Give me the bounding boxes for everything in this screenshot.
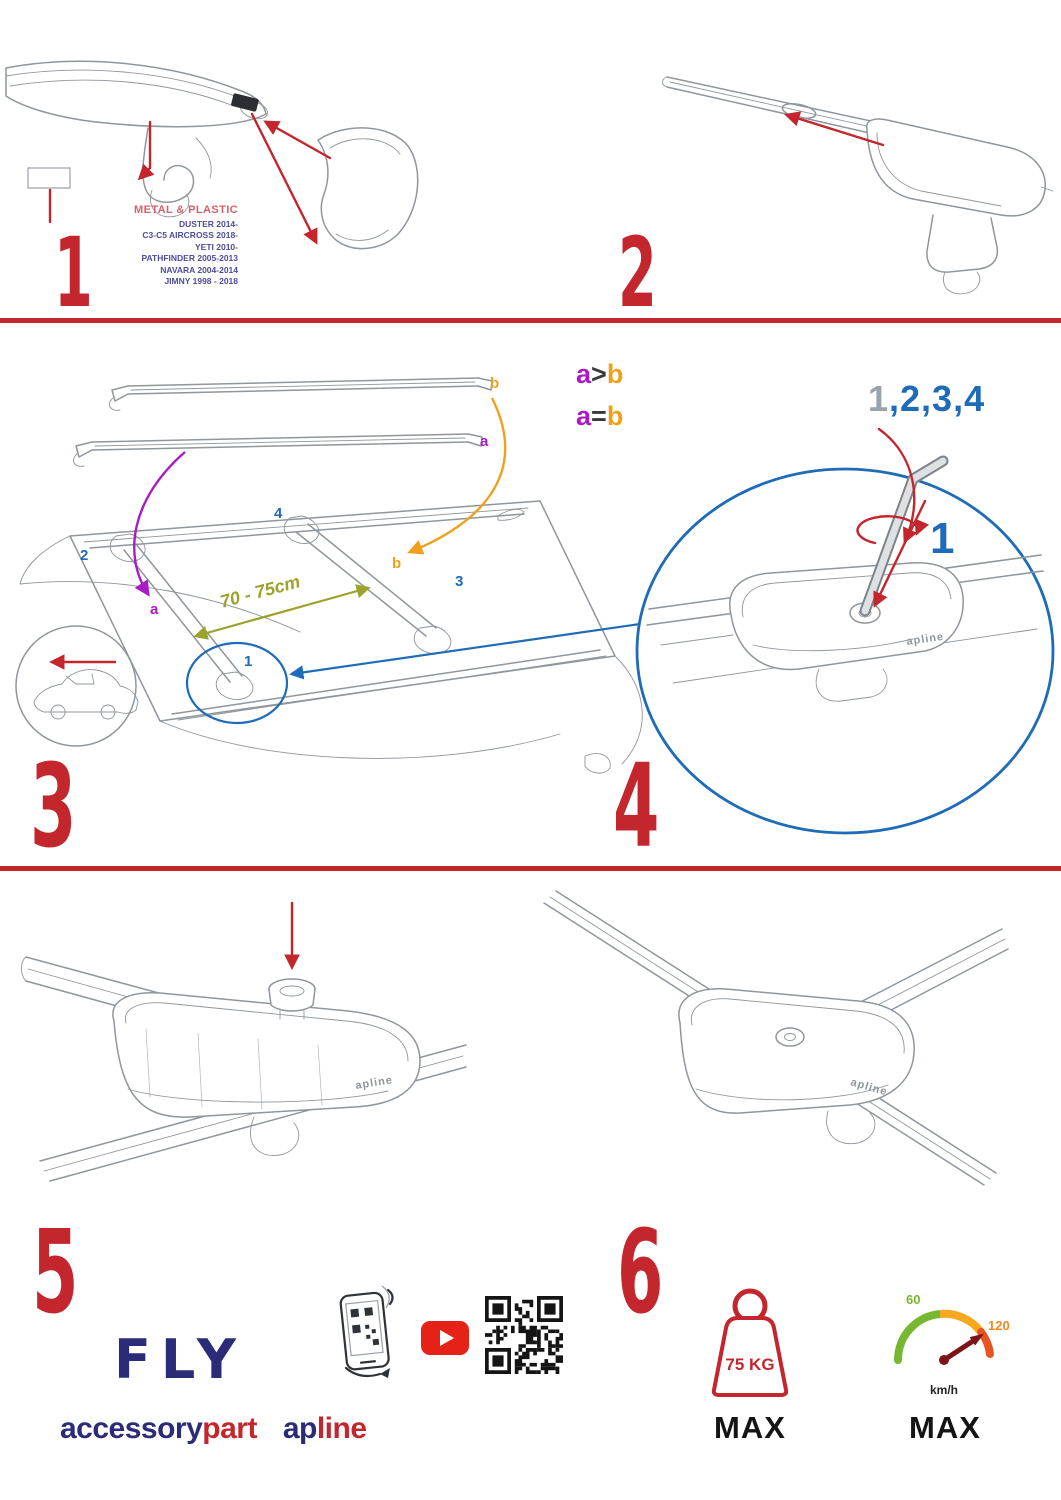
bar-b-pointer bbox=[407, 397, 507, 555]
weight-max-label: MAX bbox=[714, 1410, 786, 1445]
car-roof-art bbox=[19, 500, 643, 774]
zoom-circle-large bbox=[635, 467, 1055, 835]
sequence-callout: 1 bbox=[930, 514, 955, 563]
roof-label-1: 1 bbox=[244, 653, 252, 670]
zoom-circle-small bbox=[185, 641, 289, 725]
step4-arrows bbox=[856, 427, 930, 608]
speed-limit-icon: 60 120 km/h bbox=[893, 1292, 1010, 1397]
tightening-sequence: 1,2,3,4 bbox=[868, 378, 986, 419]
length-rules: a>b a=b bbox=[576, 354, 623, 438]
bar-b-label: b bbox=[490, 375, 499, 392]
roof-label-2: 2 bbox=[80, 547, 88, 564]
mounted-crossbars-art bbox=[109, 515, 452, 700]
roof-label-3: 3 bbox=[455, 573, 463, 590]
brand-wordmarks: accessorypart apline bbox=[60, 1412, 367, 1446]
material-heading: METAL & PLASTIC bbox=[134, 204, 238, 216]
step3-number: 3 bbox=[30, 740, 77, 874]
crossbar-end-art bbox=[662, 76, 1054, 295]
foot-knob-art bbox=[21, 956, 467, 1182]
section-divider bbox=[0, 866, 1061, 871]
model-list-item: NAVARA 2004-2014 bbox=[160, 264, 238, 275]
step2-drawing bbox=[662, 76, 1054, 295]
rule-a-greater-b: a>b bbox=[576, 359, 624, 389]
step3-annotations bbox=[133, 397, 641, 725]
step1-arrows bbox=[48, 112, 332, 245]
step2-arrow bbox=[784, 111, 885, 147]
step1-text-block: METAL & PLASTIC DUSTER 2014- C3-C5 AIRCR… bbox=[88, 204, 238, 288]
distance-arrow bbox=[193, 584, 371, 640]
model-list-item: JIMNY 1998 - 2018 bbox=[164, 276, 238, 287]
step6-number: 6 bbox=[617, 1206, 664, 1340]
product-logo-text: apline bbox=[906, 631, 945, 648]
section-divider bbox=[0, 318, 1061, 323]
youtube-icon bbox=[421, 1321, 469, 1355]
roof-label-a: a bbox=[150, 601, 159, 618]
brand-accessorypart: accessorypart bbox=[60, 1412, 257, 1445]
callout-box bbox=[27, 167, 71, 189]
brand-apline: apline bbox=[282, 1412, 367, 1445]
bar-a-label: a bbox=[480, 433, 489, 450]
rule-a-equal-b: a=b bbox=[576, 400, 624, 431]
step3-drawing: 70 - 75cm b a 2 4 3 1 a b bbox=[15, 375, 643, 774]
weight-limit-icon: 75 KG bbox=[711, 1288, 789, 1397]
speed-unit-label: km/h bbox=[930, 1383, 958, 1397]
brand-fly: FLY bbox=[114, 1328, 246, 1391]
model-list-item: C3-C5 AIRCROSS 2018- bbox=[142, 230, 238, 241]
model-list-item: YETI 2010- bbox=[195, 241, 238, 252]
model-list-item: DUSTER 2014- bbox=[178, 219, 238, 229]
foot-mounted-art bbox=[543, 890, 1009, 1186]
loose-crossbars-art bbox=[73, 377, 493, 467]
qr-code bbox=[485, 1296, 563, 1374]
weight-value: 75 KG bbox=[725, 1355, 774, 1374]
roof-label-b: b bbox=[392, 555, 401, 572]
bar-a-pointer bbox=[133, 451, 186, 597]
step1-number: 1 bbox=[54, 217, 93, 329]
step2-number: 2 bbox=[618, 217, 657, 329]
step4-number: 4 bbox=[613, 740, 660, 874]
phone-scan-icon bbox=[339, 1285, 394, 1378]
bar-logo-patch bbox=[231, 93, 259, 112]
zoom-connector bbox=[289, 622, 641, 680]
step4-drawing: apline bbox=[635, 427, 1055, 835]
speed-low-label: 60 bbox=[906, 1292, 920, 1307]
product-logo-text: apline bbox=[355, 1074, 394, 1092]
step1-drawing bbox=[5, 60, 419, 250]
step5-number: 5 bbox=[32, 1206, 79, 1340]
distance-label: 70 - 75cm bbox=[218, 571, 302, 612]
speed-max-label: MAX bbox=[909, 1410, 981, 1445]
step5-drawing: apline bbox=[21, 901, 467, 1182]
model-list-item: PATHFINDER 2005-2013 bbox=[141, 253, 238, 264]
foot-detail-art bbox=[646, 554, 1044, 702]
cover-piece-art bbox=[317, 127, 419, 250]
crossbar-foot-art bbox=[5, 60, 268, 218]
model-list: DUSTER 2014- C3-C5 AIRCROSS 2018- YETI 2… bbox=[88, 219, 238, 288]
car-inset bbox=[15, 625, 139, 747]
roof-label-4: 4 bbox=[274, 505, 283, 522]
step6-drawing: apline bbox=[543, 890, 1009, 1186]
speed-high-label: 120 bbox=[988, 1318, 1010, 1333]
